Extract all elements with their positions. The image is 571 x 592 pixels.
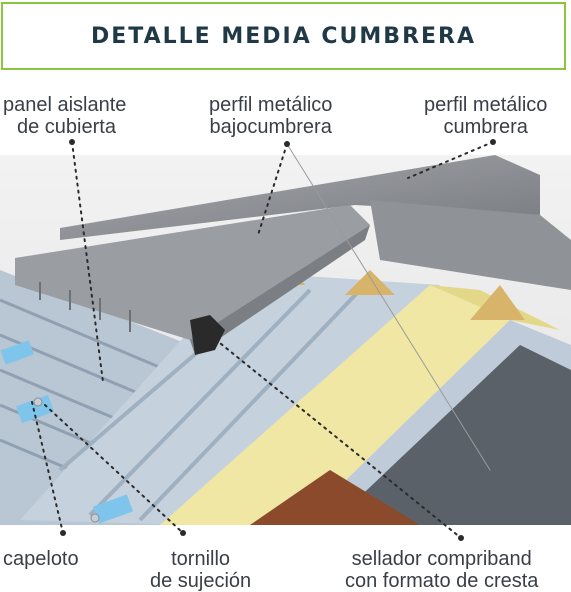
panel-foam-core xyxy=(160,285,510,525)
label-tornillo: tornillo de sujeción xyxy=(150,548,252,592)
label-perfil-bajocumbrera: perfil metálico bajocumbrera xyxy=(209,94,333,138)
perfil-bajocumbrera xyxy=(15,205,370,340)
label-panel-aislante: panel aislante de cubierta xyxy=(3,94,127,138)
label-sellador: sellador compriband con formato de crest… xyxy=(345,548,539,592)
leader-dots xyxy=(60,139,496,541)
sellador-compriband xyxy=(190,315,225,355)
tornillos xyxy=(33,397,100,523)
panel-aislante-main xyxy=(20,275,440,525)
diagram-title: DETALLE MEDIA CUMBRERA xyxy=(91,23,476,49)
leader-lines xyxy=(31,141,494,539)
label-capeloto: capeloto xyxy=(3,548,79,570)
title-frame: DETALLE MEDIA CUMBRERA xyxy=(1,2,566,70)
label-perfil-cumbrera: perfil metálico cumbrera xyxy=(424,94,548,138)
perfil-cumbrera xyxy=(60,155,540,240)
capeloto-washers xyxy=(0,340,133,524)
